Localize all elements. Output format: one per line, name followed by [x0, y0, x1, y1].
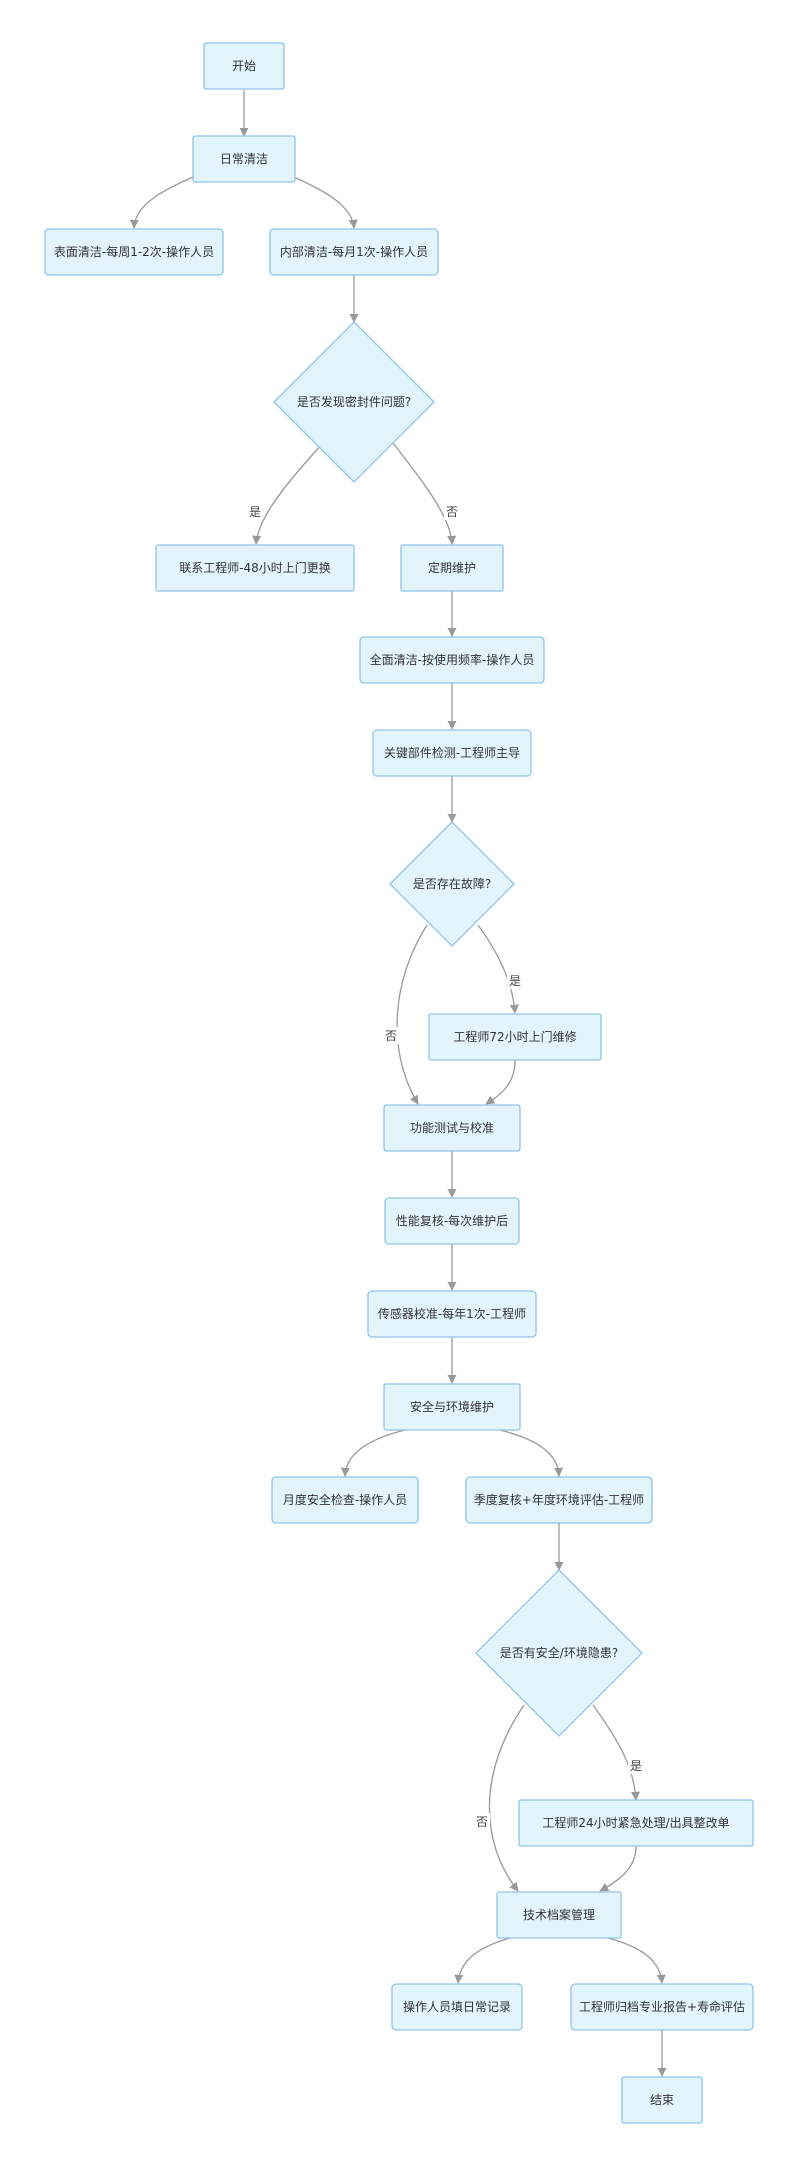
- node-quarterly-review-label: 季度复核+年度环境评估-工程师: [474, 1492, 644, 1507]
- node-start[interactable]: [203, 42, 285, 90]
- node-perf-recheck[interactable]: [384, 1197, 520, 1245]
- node-tech-archive-label: 技术档案管理: [523, 1907, 595, 1922]
- node-monthly-safety-label: 月度安全检查-操作人员: [283, 1492, 407, 1507]
- node-end[interactable]: [621, 2076, 703, 2124]
- node-key-parts[interactable]: [372, 729, 532, 777]
- node-full-clean[interactable]: [359, 636, 545, 684]
- node-hazard-check-label: 是否有安全/环境隐患?: [500, 1645, 618, 1660]
- node-periodic-maint[interactable]: [400, 544, 504, 592]
- edge-engineer-72h-to-func-test: [485, 1059, 516, 1105]
- node-operator-log-label: 操作人员填日常记录: [403, 1999, 511, 2014]
- edge-tech-archive-to-engineer-archive: [607, 1937, 666, 1984]
- edge-label-seal-no: 否: [446, 505, 458, 519]
- edge-label-fault-yes: 是: [509, 974, 521, 988]
- node-full-clean-label: 全面清洁-按使用频率-操作人员: [370, 652, 535, 667]
- node-engineer-archive-label: 工程师归档专业报告+寿命评估: [579, 1999, 745, 2014]
- node-fault-check[interactable]: [389, 821, 515, 947]
- node-surface-clean-label: 表面清洁-每周1-2次-操作人员: [54, 244, 214, 259]
- edges: [129, 90, 667, 2077]
- edge-tech-archive-to-operator-log: [454, 1937, 511, 1984]
- node-fault-check-label: 是否存在故障?: [413, 876, 491, 891]
- edge-label-hazard-no: 否: [476, 1815, 488, 1829]
- node-engineer-24h-label: 工程师24小时紧急处理/出具整改单: [542, 1815, 729, 1830]
- node-contact-engineer-label: 联系工程师-48小时上门更换: [179, 560, 331, 575]
- nodes: 开始 日常清洁 表面清洁-每周1-2次-操作人员 内部清洁-每月1次-操作人员 …: [44, 42, 754, 2124]
- node-periodic-maint-label: 定期维护: [428, 560, 476, 575]
- edge-fault-check-to-func-test: [396, 924, 428, 1105]
- node-surface-clean[interactable]: [44, 228, 224, 276]
- node-safety-env-label: 安全与环境维护: [410, 1399, 494, 1414]
- edge-label-hazard-yes: 是: [630, 1759, 642, 1773]
- node-internal-clean[interactable]: [269, 228, 439, 276]
- edge-label-seal-yes: 是: [249, 505, 261, 519]
- node-end-label: 结束: [650, 2093, 674, 2107]
- edge-engineer-24h-to-tech-archive: [599, 1845, 637, 1892]
- node-engineer-archive[interactable]: [570, 1983, 754, 2031]
- edge-hazard-check-to-tech-archive: [488, 1704, 525, 1892]
- node-contact-engineer[interactable]: [155, 544, 355, 592]
- node-sensor-cal[interactable]: [367, 1290, 537, 1338]
- edge-fault-check-to-engineer-72h: [477, 924, 519, 1014]
- edge-safety-env-to-monthly-safety: [340, 1429, 406, 1477]
- node-engineer-72h-label: 工程师72小时上门维修: [453, 1029, 576, 1044]
- node-engineer-24h[interactable]: [518, 1799, 754, 1847]
- node-engineer-72h[interactable]: [428, 1013, 602, 1061]
- edge-label-fault-no: 否: [385, 1029, 397, 1043]
- node-quarterly-review[interactable]: [465, 1476, 653, 1524]
- edge-hazard-check-to-engineer-24h: [592, 1704, 640, 1801]
- node-daily-clean[interactable]: [192, 135, 296, 183]
- node-operator-log[interactable]: [391, 1983, 523, 2031]
- node-seal-check[interactable]: [273, 321, 435, 483]
- node-internal-clean-label: 内部清洁-每月1次-操作人员: [280, 244, 428, 259]
- node-hazard-check[interactable]: [475, 1569, 643, 1737]
- node-monthly-safety[interactable]: [271, 1476, 419, 1524]
- edge-labels: 是 否 是 否 是 否: [247, 503, 644, 1830]
- node-perf-recheck-label: 性能复核-每次维护后: [396, 1213, 508, 1228]
- node-start-label: 开始: [232, 59, 256, 73]
- node-daily-clean-label: 日常清洁: [220, 152, 268, 166]
- node-tech-archive[interactable]: [496, 1891, 622, 1939]
- edge-seal-check-to-contact-engineer: [252, 442, 324, 545]
- node-seal-check-label: 是否发现密封件问题?: [297, 394, 411, 409]
- node-func-test[interactable]: [383, 1104, 521, 1152]
- node-key-parts-label: 关键部件检测-工程师主导: [384, 745, 520, 760]
- edge-seal-check-to-periodic-maint: [392, 442, 457, 545]
- node-sensor-cal-label: 传感器校准-每年1次-工程师: [378, 1306, 526, 1321]
- node-safety-env[interactable]: [383, 1383, 521, 1431]
- node-func-test-label: 功能测试与校准: [410, 1120, 494, 1135]
- edge-safety-env-to-quarterly-review: [499, 1429, 564, 1477]
